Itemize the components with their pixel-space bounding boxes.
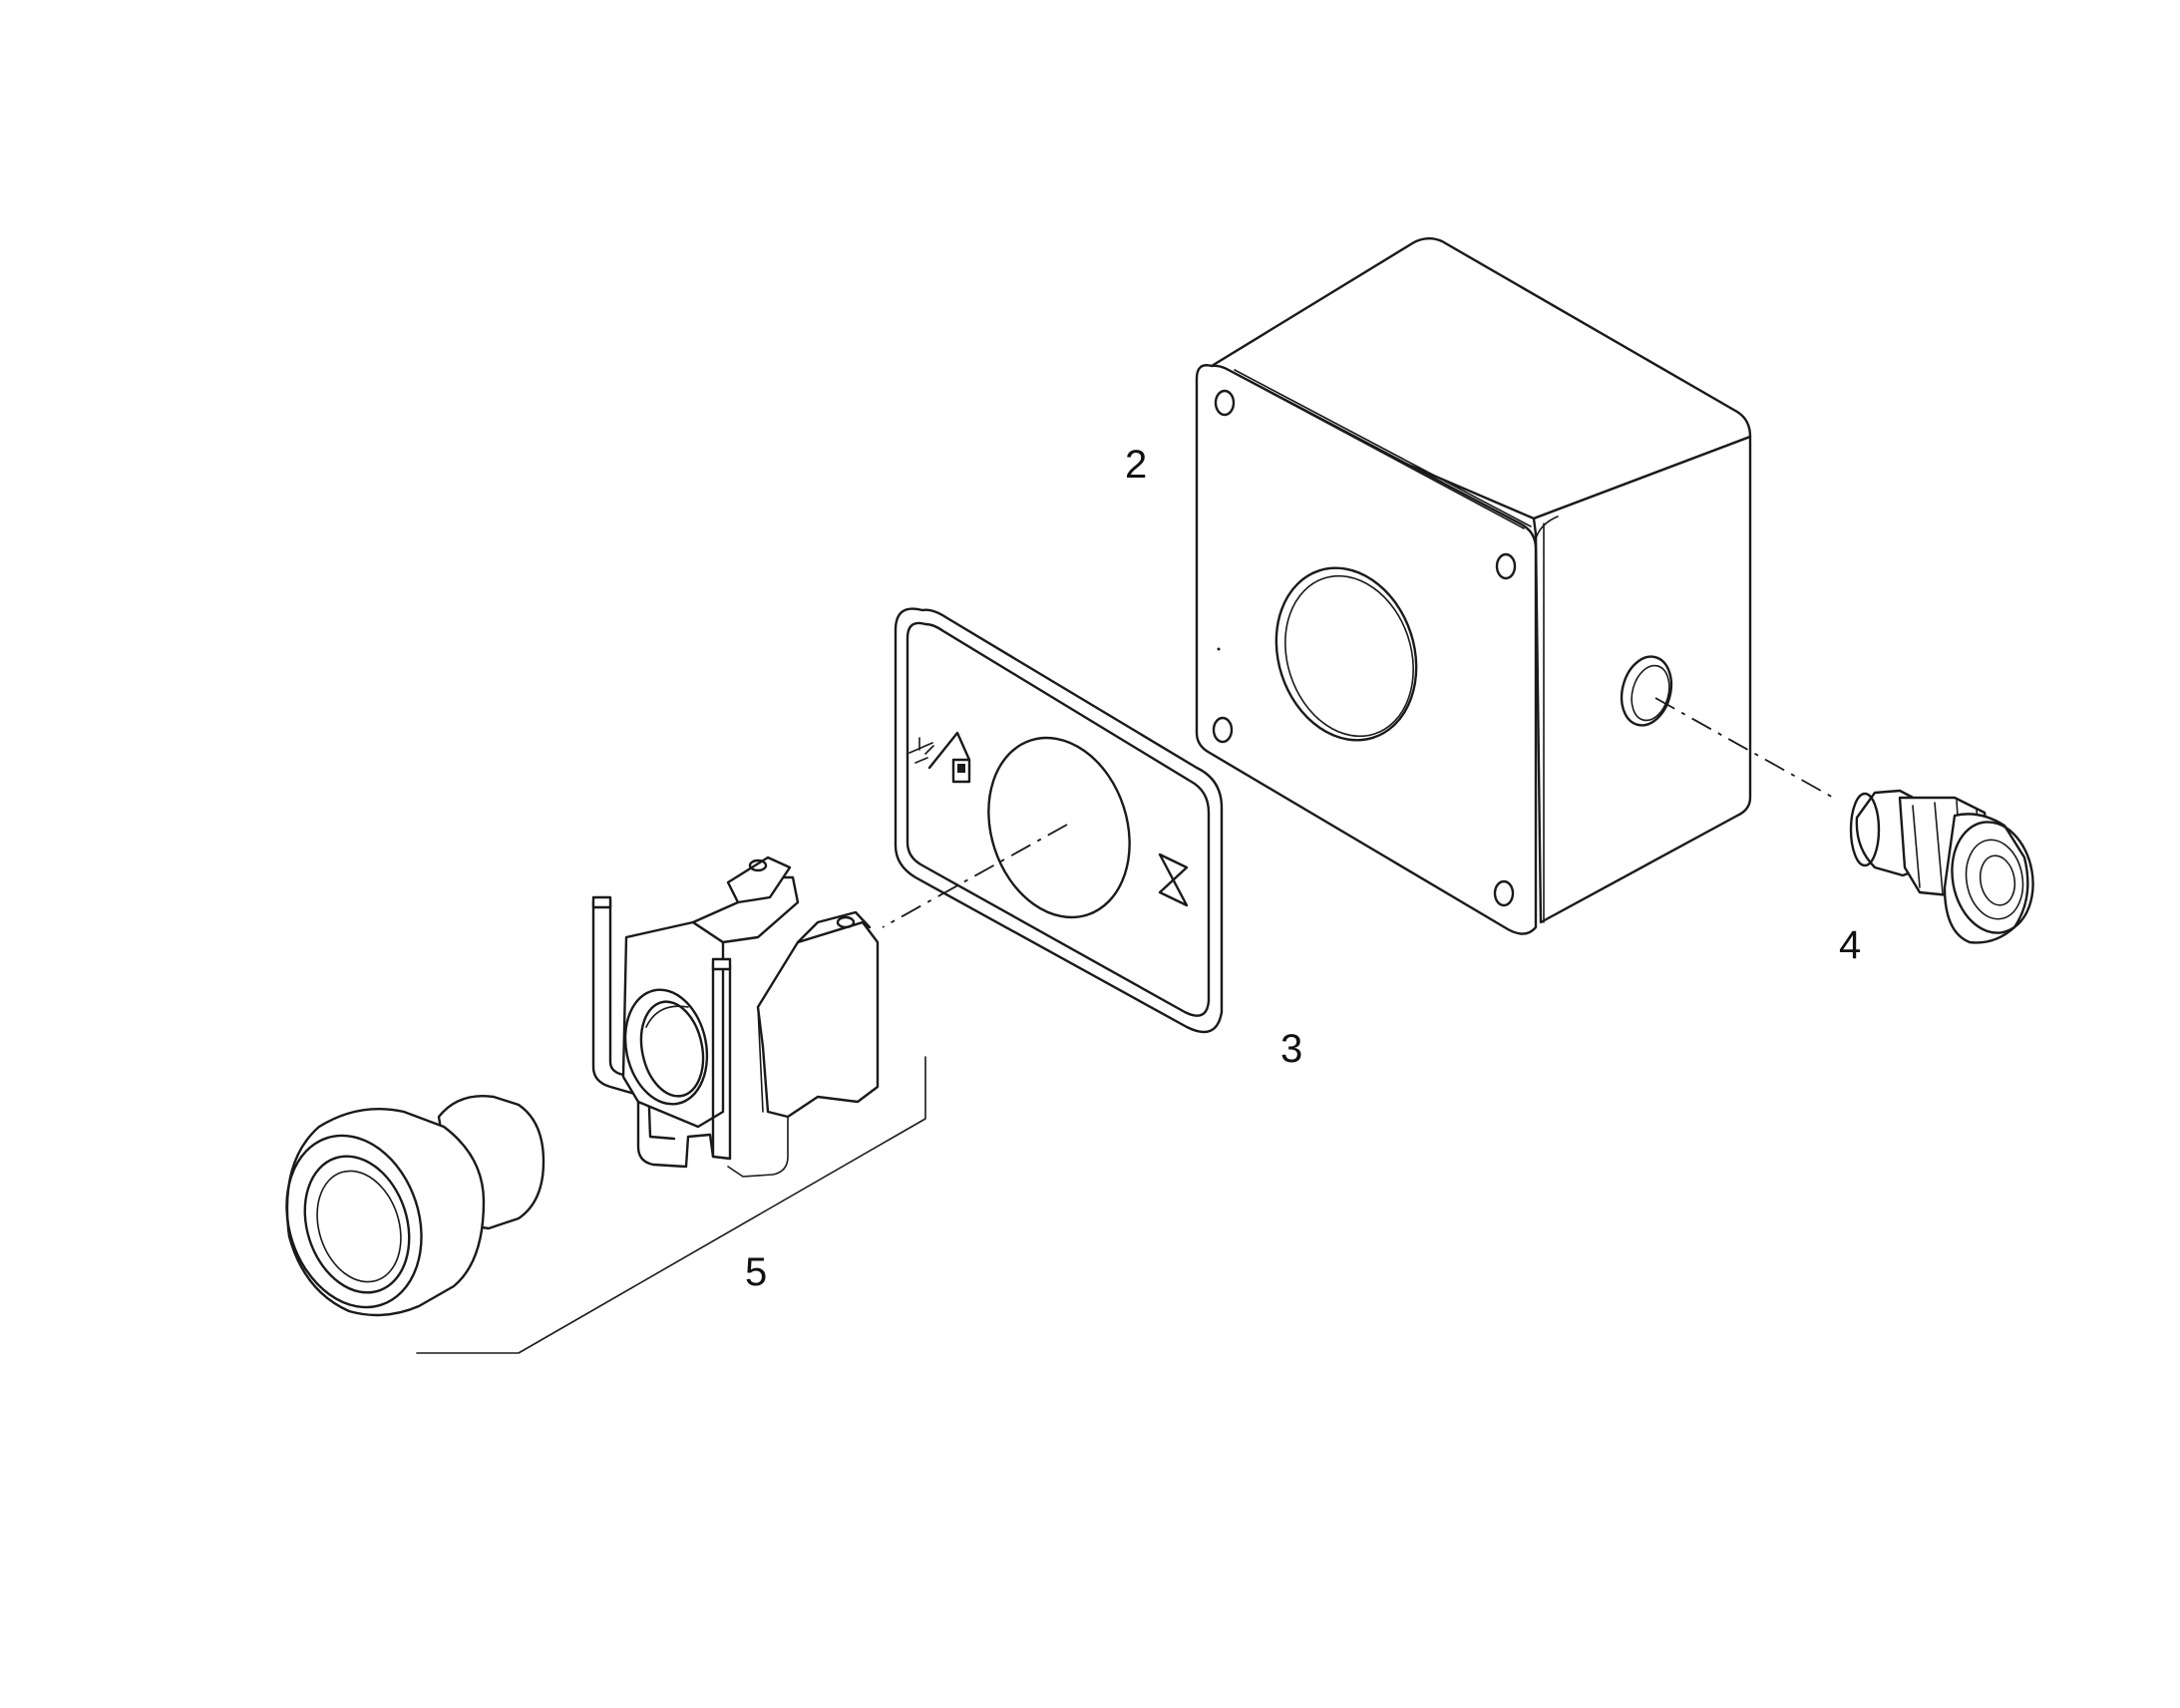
callout-4: 4 [1839,923,1861,967]
center-line-button [882,824,1068,928]
callout-3: 3 [1280,1027,1302,1071]
push-button-icon [285,1095,545,1317]
bracket-5 [416,1056,926,1354]
enclosure-box-icon [1195,237,1752,935]
callout-2: 2 [1125,443,1147,487]
callout-5: 5 [745,1250,767,1294]
cable-gland-icon [1849,789,2034,944]
legend-plate-gasket-icon [894,607,1224,1034]
center-line-gland [1654,697,1838,801]
leader-lines [416,697,1838,1354]
contact-block-icon [591,855,880,1178]
